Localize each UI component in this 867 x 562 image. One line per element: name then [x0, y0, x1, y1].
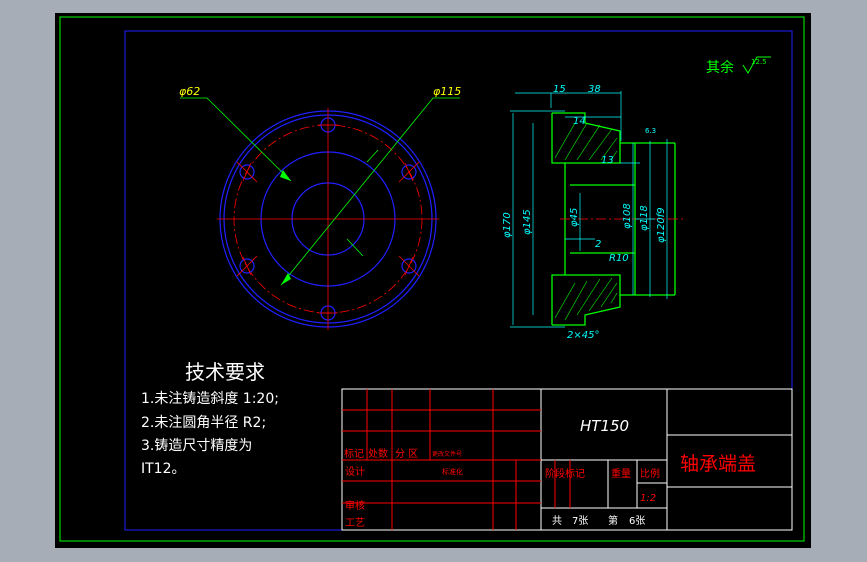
- front-view: φ62 φ115: [179, 85, 461, 330]
- dim-rough: 6.3: [645, 127, 656, 135]
- tech-req-line: 1.未注铸造斜度 1:20;: [141, 391, 279, 407]
- label-total: 共: [552, 515, 562, 527]
- roughness-symbol: 12.5: [742, 56, 771, 74]
- label-sheet: 第: [608, 514, 618, 527]
- dim-2: 2: [595, 239, 601, 250]
- cad-drawing: 其余 12.5: [59, 16, 805, 542]
- material: HT150: [580, 417, 629, 435]
- dim-38: 38: [588, 84, 601, 95]
- label-change-doc: 更改文件号: [432, 450, 462, 458]
- label-design: 设计: [345, 465, 365, 478]
- surface-note-label: 其余: [706, 59, 734, 76]
- label-zone: 分 区: [395, 448, 418, 460]
- label-weight: 重量: [611, 467, 631, 480]
- title-block-text: HT150 轴承端盖 标记 处数 分 区 更改文件号 设计 标准化 审核 工艺 …: [344, 417, 756, 529]
- technical-requirements: 技术要求 1.未注铸造斜度 1:20; 2.未注圆角半径 R2; 3.铸造尺寸精…: [141, 360, 279, 477]
- dim-d115: φ115: [433, 85, 461, 98]
- tech-req-line: 3.铸造尺寸精度为: [141, 438, 252, 454]
- dim-d45: φ45: [569, 208, 580, 227]
- label-scale: 比例: [640, 467, 660, 480]
- dim-d62: φ62: [179, 85, 200, 98]
- label-stage: 阶段标记: [545, 467, 585, 480]
- tech-req-line: 2.未注圆角半径 R2;: [141, 415, 266, 431]
- dim-d118: φ118: [639, 205, 650, 231]
- label-standard: 标准化: [442, 467, 463, 476]
- dim-r10: R10: [609, 253, 629, 264]
- label-process: 工艺: [345, 517, 365, 529]
- total-sheets: 7张: [572, 515, 588, 527]
- dim-d145: φ145: [522, 209, 533, 235]
- part-name: 轴承端盖: [680, 453, 756, 475]
- label-review: 审核: [345, 499, 365, 512]
- dim-d120: φ120f9: [656, 207, 667, 243]
- sheet-number: 6张: [629, 515, 645, 527]
- dim-14: 14: [573, 116, 586, 127]
- svg-text:12.5: 12.5: [751, 58, 767, 66]
- dim-chamfer: 2×45°: [567, 330, 599, 341]
- tech-req-title: 技术要求: [185, 360, 265, 384]
- outer-border: [59, 16, 805, 542]
- label-mark: 标记: [344, 448, 364, 460]
- drawing-sheet: 其余 12.5: [55, 13, 811, 548]
- hatching: [554, 122, 618, 321]
- section-view: 15 38 14 13 2 R10 2×45° 6.3 φ170 φ145 φ4…: [502, 84, 685, 341]
- dim-d108: φ108: [622, 203, 633, 229]
- title-block: [341, 388, 793, 531]
- label-count: 处数: [368, 447, 388, 460]
- tech-req-line: IT12。: [141, 461, 186, 477]
- scale-value: 1:2: [640, 493, 656, 504]
- dim-13: 13: [601, 155, 614, 166]
- dim-15: 15: [553, 84, 566, 95]
- dim-d170: φ170: [502, 212, 513, 238]
